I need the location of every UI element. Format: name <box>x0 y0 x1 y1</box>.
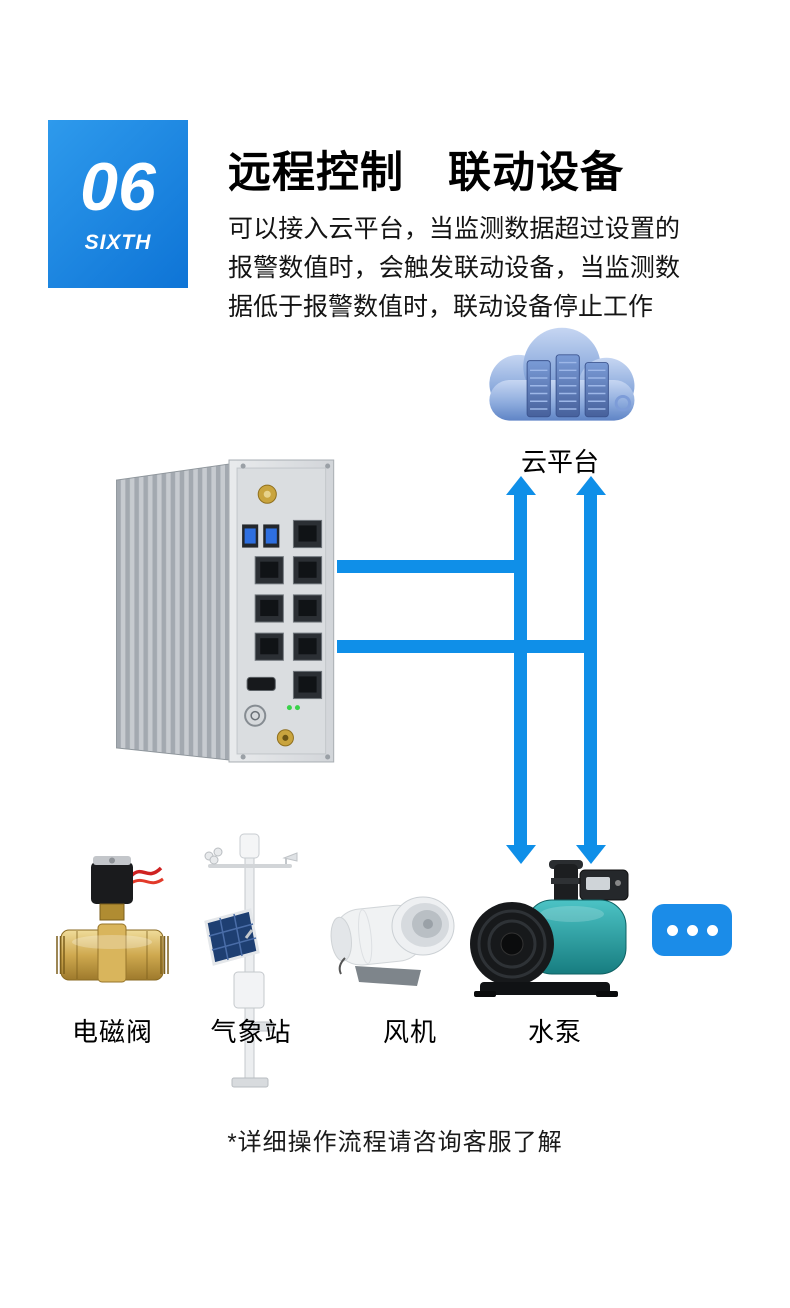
device-solenoid-valve <box>55 856 170 1006</box>
connector-vertical-line-1 <box>514 494 527 846</box>
footnote: *详细操作流程请咨询客服了解 <box>227 1129 563 1156</box>
arrow-up-icon-2 <box>576 476 606 495</box>
arrow-down-icon-2 <box>576 845 606 864</box>
cloud-server-icon <box>489 327 635 421</box>
device-label-pump: 水泵 <box>527 1017 582 1047</box>
device-fan <box>325 884 455 989</box>
section-number-badge: 06 SIXTH <box>48 120 188 288</box>
weather-station-icon <box>204 833 298 1088</box>
arrow-up-icon-1 <box>506 476 536 495</box>
page-description: 可以接入云平台，当监测数据超过设置的报警数值时，会触发联动设备，当监测数据低于报… <box>228 215 680 321</box>
gateway-device-node <box>116 458 338 765</box>
device-water-pump <box>468 856 638 1001</box>
ellipsis-dot-icon <box>706 924 718 936</box>
badge-label: SIXTH <box>84 231 152 254</box>
cloud-platform-label: 云平台 <box>520 447 599 477</box>
badge-number: 06 <box>80 149 156 225</box>
device-label-valve: 电磁阀 <box>71 1017 153 1047</box>
more-devices-indicator <box>652 904 732 956</box>
ellipsis-dot-icon <box>666 924 678 936</box>
water-pump-icon <box>470 860 629 997</box>
solenoid-valve-icon <box>56 856 169 983</box>
page-title: 远程控制 联动设备 <box>228 149 624 197</box>
duct-fan-icon <box>330 896 455 986</box>
device-label-weather-station: 气象站 <box>210 1017 292 1047</box>
connector-vertical-line-2 <box>584 494 597 846</box>
device-weather-station <box>200 830 300 1095</box>
ellipsis-dot-icon <box>686 924 698 936</box>
industrial-gateway-icon <box>116 459 335 763</box>
device-label-fan: 风机 <box>382 1017 437 1047</box>
connector-gateway-line-1 <box>337 560 527 573</box>
arrow-down-icon-1 <box>506 845 536 864</box>
connector-gateway-line-2 <box>337 640 597 653</box>
cloud-platform-node: 云平台 <box>466 320 654 479</box>
